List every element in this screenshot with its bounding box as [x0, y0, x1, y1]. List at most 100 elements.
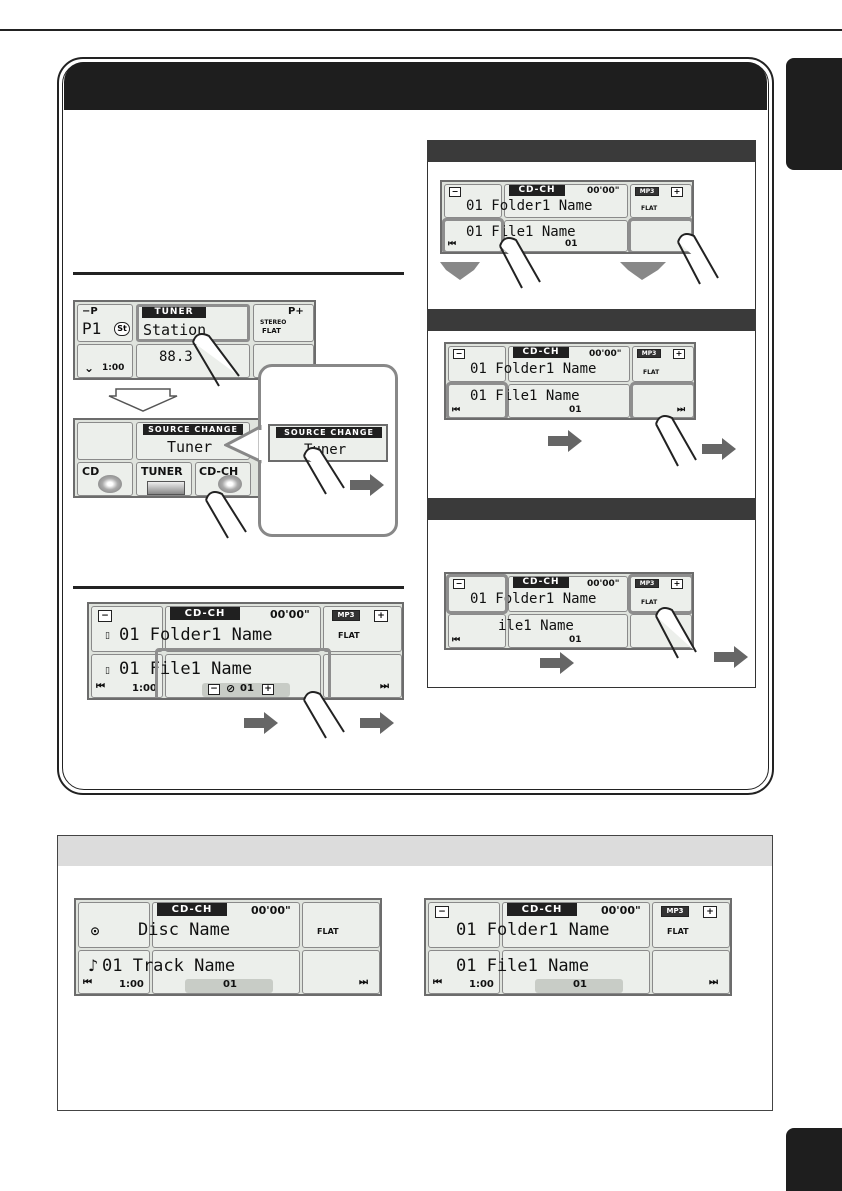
minus-button[interactable]: −	[98, 610, 112, 622]
r1-folder-minus[interactable]: −	[444, 184, 502, 218]
disc-plus-button[interactable]: +	[262, 684, 274, 695]
cd-folder-display: − CD-CH 00'00" 01 Folder1 Name MP3 + FLA…	[424, 898, 732, 996]
source-change-tag: SOURCE CHANGE	[143, 424, 243, 435]
finger-icon-6	[677, 233, 719, 285]
file-cell[interactable]: − ⊘ 01 +	[165, 654, 321, 698]
finger-icon-5	[499, 237, 541, 289]
file-icon: ▯	[105, 666, 110, 676]
bottom-box-header	[58, 836, 772, 866]
right-header-2	[427, 309, 756, 331]
finger-icon-7	[655, 415, 697, 467]
r1-minus-button[interactable]: −	[449, 187, 461, 197]
r3-folder-cell[interactable]: CD-CH 00'00"	[508, 576, 628, 612]
right-arrow-icon-5	[702, 438, 736, 460]
bf-prev-icon: ⏮	[433, 977, 442, 988]
r3-plus-button[interactable]: +	[671, 579, 683, 589]
right-arrow-icon-6	[540, 652, 574, 674]
r1-file-cell[interactable]: 01	[504, 220, 628, 252]
grey-arrow-left	[440, 262, 480, 280]
r1-plus-button[interactable]: +	[671, 187, 683, 197]
music-note-icon: ♪	[88, 956, 99, 975]
r1-folder-cell[interactable]: CD-CH 00'00"	[504, 184, 628, 218]
folder-minus-cell[interactable]: −	[91, 606, 163, 652]
finger-icon-3	[303, 447, 345, 495]
r2-plus-button[interactable]: +	[673, 349, 685, 359]
r2-mp3-cell[interactable]: MP3 + FLAT	[632, 346, 694, 382]
source-left-empty	[77, 422, 133, 460]
section-rule-cd	[73, 586, 404, 589]
cdch-display-r2: − CD-CH 00'00" 01 Folder1 Name MP3 + FLA…	[444, 342, 696, 420]
cdch-display-r3: − CD-CH 00'00" 01 Folder1 Name MP3 + FLA…	[444, 572, 694, 650]
r1-mp3-badge: MP3	[635, 187, 659, 196]
disc-minus-button[interactable]: −	[208, 684, 220, 695]
bf-cdch-tag: CD-CH	[507, 903, 577, 916]
mp3-badge: MP3	[332, 610, 360, 621]
source-btn-cd[interactable]: CD	[77, 462, 133, 496]
r3-minus-button[interactable]: −	[453, 579, 465, 589]
file-next-cell[interactable]: ⏭	[323, 654, 402, 698]
right-arrow-icon-2	[244, 712, 278, 734]
cd-disc-display: CD-CH 00'00" ⊙ Disc Name FLAT ⏮ 1:00 01 …	[74, 898, 382, 996]
disc-name-cell[interactable]: CD-CH 00'00"	[152, 902, 300, 948]
r2-folder-cell[interactable]: CD-CH 00'00"	[508, 346, 630, 382]
disc-next-icon: ⏭	[359, 977, 368, 988]
preset-minus-cell[interactable]: −P P1 St	[77, 304, 133, 342]
r3-file-prev[interactable]: ⏮	[448, 614, 506, 648]
folder-cell[interactable]: CD-CH 00'00"	[165, 606, 321, 652]
bf-minus-cell[interactable]: −	[428, 902, 500, 948]
r3-cdch-tag: CD-CH	[513, 577, 569, 588]
panel-title-bar	[64, 62, 767, 110]
r3-file-cell[interactable]: 01	[508, 614, 628, 648]
next-track-icon: ⏭	[380, 681, 389, 692]
source-btn-cdch[interactable]: CD-CH	[195, 462, 251, 496]
source-btn-tuner[interactable]: TUNER	[136, 462, 192, 496]
bf-mp3-badge: MP3	[661, 906, 689, 917]
bf-next-cell[interactable]: ⏭	[652, 950, 730, 994]
callout-source-tag: SOURCE CHANGE	[276, 427, 382, 438]
r3-prev-icon: ⏮	[452, 635, 461, 645]
disc-icon	[98, 475, 122, 493]
bf-file-cell[interactable]: 01	[502, 950, 650, 994]
tuner-freq-cell[interactable]: 88.3	[136, 344, 250, 378]
section-rule-tuner	[73, 272, 404, 275]
disc-track-cell[interactable]: 01	[152, 950, 300, 994]
r2-folder-minus[interactable]: −	[448, 346, 506, 382]
cdch-display-left: − CD-CH 00'00" ▯ 01 Folder1 Name MP3 + F…	[87, 602, 404, 700]
bf-mp3-cell[interactable]: MP3 + FLAT	[652, 902, 730, 948]
cdch-display-r1: − CD-CH 00'00" 01 Folder1 Name MP3 + FLA…	[440, 180, 694, 254]
r1-cdch-tag: CD-CH	[509, 185, 565, 196]
right-arrow-icon-1	[350, 474, 384, 496]
disc-next-cell[interactable]: ⏭	[302, 950, 380, 994]
r2-minus-button[interactable]: −	[453, 349, 465, 359]
right-arrow-icon-3	[360, 712, 394, 734]
bf-disc-controls	[535, 979, 623, 993]
preset-plus-cell[interactable]: P+ STEREO FLAT	[253, 304, 314, 342]
disc-left-cell	[78, 902, 150, 948]
callout-pointer	[224, 425, 264, 464]
r3-mp3-badge: MP3	[635, 579, 659, 588]
bf-folder-cell[interactable]: CD-CH 00'00"	[502, 902, 650, 948]
tuner-left-cell[interactable]: ⌄ 1:00	[77, 344, 133, 378]
r1-prev-highlight	[442, 218, 504, 252]
mp3-cell[interactable]: MP3 + FLAT	[323, 606, 402, 652]
prev-track-icon: ⏮	[96, 681, 105, 692]
main-panel	[57, 57, 774, 795]
bf-plus-button[interactable]: +	[703, 906, 717, 918]
file-prev-cell[interactable]: ⏮ 1:00	[91, 654, 163, 698]
finger-icon-8	[655, 607, 697, 659]
bf-minus-button[interactable]: −	[435, 906, 449, 918]
right-header-3	[427, 498, 756, 520]
top-rule	[0, 29, 842, 31]
st-badge: St	[114, 322, 130, 336]
r1-prev-icon: ⏮	[448, 239, 457, 249]
r2-next-icon: ⏭	[677, 405, 686, 415]
r2-prev-icon: ⏮	[452, 405, 461, 415]
r3-mp3-cell[interactable]: MP3 + FLAT	[630, 576, 692, 612]
finger-icon-2	[205, 491, 247, 539]
bf-prev-cell[interactable]: ⏮ 1:00	[428, 950, 500, 994]
r1-mp3-cell[interactable]: MP3 + FLAT	[630, 184, 692, 218]
disc-prev-cell[interactable]: ⏮ 1:00	[78, 950, 150, 994]
r2-file-cell[interactable]: 01	[508, 384, 630, 418]
plus-button[interactable]: +	[374, 610, 388, 622]
r2-prev-highlight	[446, 382, 508, 418]
